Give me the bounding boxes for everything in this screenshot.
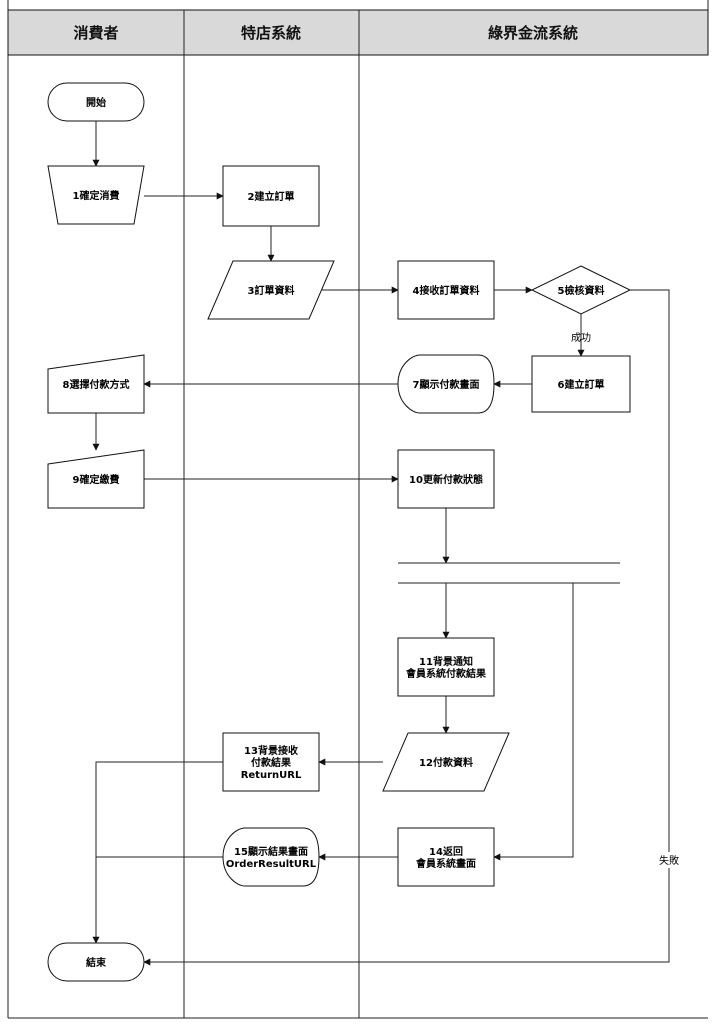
node-label: 4接收訂單資料 [413,284,480,297]
node-n1: 1確定消費 [47,165,145,225]
lane-title-shop: 特店系統 [241,24,301,42]
lane-title-consumer: 消費者 [73,24,118,42]
node-label: 11背景通知 [419,655,473,668]
node-label: 9確定繳費 [73,473,120,486]
node-label: 8選擇付款方式 [63,378,130,391]
node-start: 開始 [47,82,145,122]
node-label: 7顯示付款畫面 [413,378,480,391]
connectors [92,121,670,966]
edge-n5-fail-end [143,289,670,966]
node-n5: 5檢核資料 [530,265,632,315]
node-label: 5檢核資料 [558,284,605,297]
node-label: 會員系統畫面 [415,857,476,870]
node-label: 付款結果 [251,756,292,769]
node-shape-decision [530,265,632,315]
node-n10: 10更新付款狀態 [397,449,495,509]
node-label: 6建立訂單 [558,378,605,391]
node-shape-display [397,354,495,414]
node-n3: 3訂單資料 [207,260,335,320]
node-shape-terminal [47,942,145,982]
edge-label-fail: 失敗 [659,854,679,867]
node-shape-process [397,827,495,887]
node-shape-manual-input [47,354,145,414]
node-label: 10更新付款狀態 [409,473,483,486]
node-shape-process [222,732,320,792]
node-n8: 8選擇付款方式 [47,354,145,414]
edge-n13-end [92,761,223,944]
node-label: 2建立訂單 [248,190,295,203]
node-shape-process [222,165,320,227]
node-n9: 9確定繳費 [47,449,145,509]
edge-label-success: 成功 [571,332,591,344]
node-label: ReturnURL [241,770,302,781]
node-shape-terminal [47,82,145,122]
node-shape-data [207,260,335,320]
node-n4: 4接收訂單資料 [397,260,495,320]
node-label: 3訂單資料 [248,284,295,297]
node-label: 15顯示結果畫面 [234,845,308,858]
node-n2: 2建立訂單 [222,165,320,227]
node-shape-data [382,732,510,792]
node-shape-process [397,260,495,320]
node-shape-manual [47,165,145,225]
node-n12: 12付款資料 [382,732,510,792]
node-n7: 7顯示付款畫面 [397,354,495,414]
node-shape-display [222,827,320,887]
node-shape-process [397,637,495,697]
node-label: OrderResultURL [226,859,317,870]
node-label: 14返回 [429,845,463,858]
node-label: 結束 [86,956,107,969]
node-label: 會員系統付款結果 [405,667,487,680]
edge-label-bg [654,852,684,868]
node-label: 1確定消費 [73,189,120,202]
edge-bar-n14 [493,583,574,861]
node-n6: 6建立訂單 [531,355,631,413]
node-label: 13背景接收 [244,744,298,757]
node-end: 結束 [47,942,145,982]
node-shape-process [531,355,631,413]
node-label: 12付款資料 [419,756,473,769]
swimlane-frame [7,0,709,1019]
lane-title-gateway: 綠界金流系統 [488,24,578,42]
node-shape-manual-input [47,449,145,509]
node-label: 開始 [86,96,106,109]
node-shape-process [397,449,495,509]
